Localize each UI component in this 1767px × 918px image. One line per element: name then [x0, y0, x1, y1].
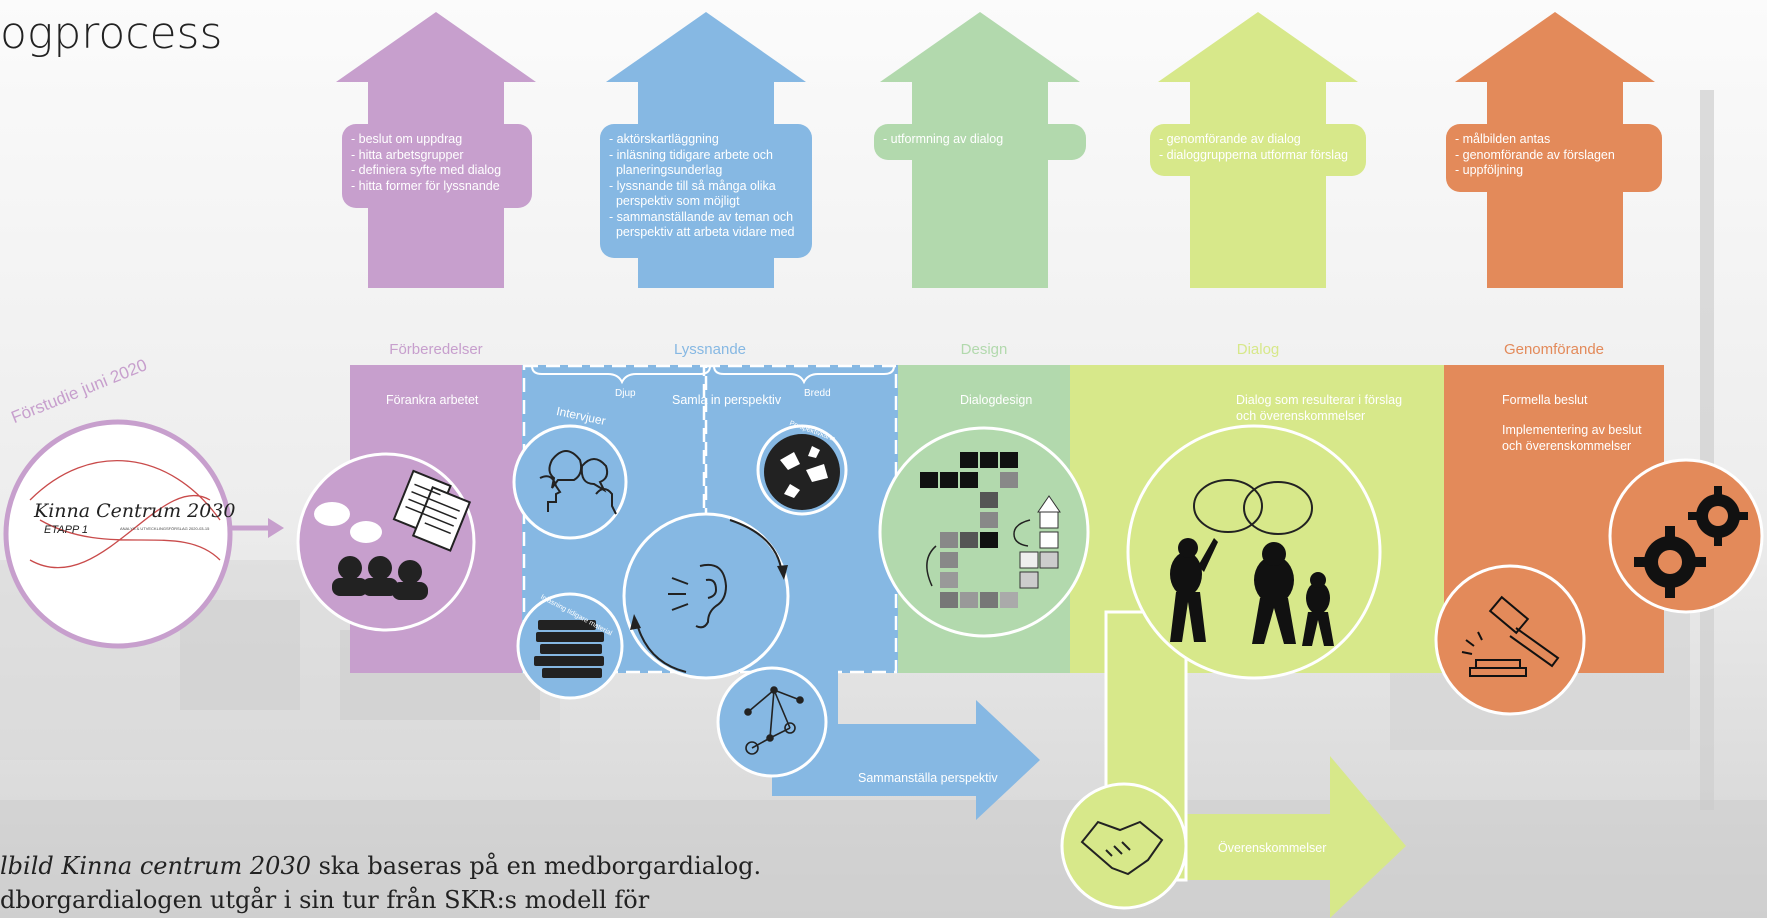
task-line: - hitta former för lyssnande	[351, 178, 500, 193]
forstudie-arrow-head	[268, 518, 284, 538]
interview-heads-icon	[539, 450, 617, 515]
band-text-dialog-2: och överenskommelser	[1236, 409, 1366, 423]
task-line: - målbilden antas	[1455, 132, 1551, 146]
task-line: - utformning av dialog	[883, 132, 1004, 146]
overenskommelser-label: Överenskommelser	[1218, 841, 1327, 855]
band-text-dialog-1: Dialog som resulterar i förslag	[1236, 393, 1403, 407]
forstudie-logo-title: Kinna Centrum 2030	[34, 500, 236, 522]
phase-label-lyssnande: Lyssnande	[674, 341, 746, 358]
phase-label-forberedelser: Förberedelser	[389, 341, 483, 358]
intervjuer-circle	[512, 424, 628, 540]
task-box-genomforande: - målbilden antas - genomförande av förs…	[1446, 124, 1662, 192]
handshake-icon	[1080, 820, 1164, 876]
forstudie-logo-small: ANALYS & UTVECKLINGSFÖRSLAG 2020-03-15	[120, 526, 210, 531]
gavel-icon	[1461, 595, 1560, 677]
speech-bubbles-icon	[1193, 479, 1313, 535]
bredd-label: Bredd	[804, 388, 831, 399]
network-icon	[744, 686, 804, 755]
caption-line-2: dborgardialogen utgår i sin tur från SKR…	[0, 886, 650, 914]
bredd-brace	[713, 365, 895, 385]
task-line: - beslut om uppdrag	[351, 132, 463, 146]
djup-brace	[531, 365, 711, 385]
gavel-circle	[1434, 564, 1586, 716]
caption-rest: ska baseras på en medborgardialog.	[310, 852, 762, 880]
task-line: - sammanställande av teman och	[609, 209, 794, 224]
blocks-icon	[920, 452, 1061, 608]
task-line: perspektiv att arbeta vidare med	[609, 225, 795, 239]
band-text-forberedelser: Förankra arbetet	[386, 393, 479, 407]
forstudie-circle	[3, 419, 233, 649]
task-box-forberedelser: - beslut om uppdrag - hitta arbetsgruppe…	[342, 124, 532, 208]
band-text-design: Dialogdesign	[960, 393, 1033, 407]
phase-label-dialog: Dialog	[1236, 341, 1280, 358]
task-line: - inläsning tidigare arbete och	[609, 147, 773, 162]
caption-italic: lbild Kinna centrum 2030	[0, 852, 311, 880]
task-line: - aktörskartläggning	[609, 132, 719, 146]
ear-icon	[668, 564, 728, 629]
task-box-design: - utformning av dialog	[874, 124, 1086, 160]
people-talking-icon	[1170, 538, 1334, 646]
perspective-map-icon	[764, 434, 840, 510]
band-text-genomforande-3: och överenskommelser	[1502, 439, 1632, 453]
discussion-people-icon	[314, 502, 428, 600]
page-title: ogprocess	[0, 8, 223, 59]
task-line: - uppföljning	[1455, 163, 1524, 177]
task-line: - hitta arbetsgrupper	[351, 147, 464, 162]
task-line: - lyssnande till så många olika	[609, 178, 776, 193]
book-stack-icon	[534, 620, 604, 678]
documents-icon	[392, 469, 472, 552]
sammanstalla-label: Sammanställa perspektiv	[858, 771, 998, 785]
gears-circle	[1608, 458, 1764, 614]
phase-label-design: Design	[960, 341, 1008, 358]
band-text-genomforande-2: Implementering av beslut	[1502, 423, 1642, 437]
forstudie-logo-sub: ETAPP 1	[44, 524, 89, 536]
band-text-lyssnande: Samla in perspektiv	[672, 393, 782, 407]
djup-label: Djup	[615, 388, 636, 399]
gears-icon	[1634, 486, 1748, 598]
task-box-lyssnande: - aktörskartläggning - inläsning tidigar…	[600, 124, 812, 258]
band-text-genomforande-1: Formella beslut	[1502, 393, 1588, 407]
listen-circle	[622, 512, 790, 680]
caption-line-1: lbild Kinna centrum 2030 ska baseras på …	[0, 852, 761, 880]
arrow-sammanstalla	[772, 572, 1040, 820]
task-box-dialog: - genomförande av dialog - dialoggrupper…	[1150, 124, 1366, 176]
task-line: perspektiv som möjligt	[609, 194, 740, 208]
task-line: - dialoggrupperna utformar förslag	[1159, 147, 1348, 162]
task-line: - genomförande av dialog	[1159, 132, 1301, 146]
phase-label-genomforande: Genomförande	[1503, 341, 1605, 358]
task-line: - definiera syfte med dialog	[351, 163, 502, 177]
handshake-circle	[1060, 782, 1188, 910]
task-line: - genomförande av förslagen	[1455, 147, 1615, 162]
task-line: planeringsunderlag	[609, 163, 723, 177]
